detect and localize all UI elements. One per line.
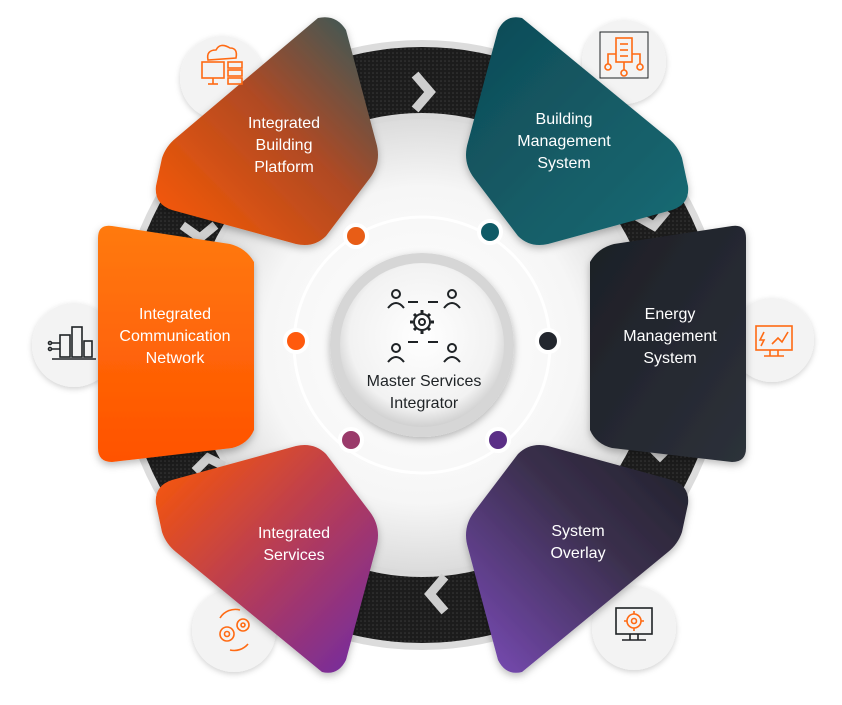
segment-energy-management-system[interactable]	[590, 225, 746, 462]
dot-integrated-services	[338, 427, 364, 453]
dot-energy-management-system	[535, 328, 561, 354]
dot-integrated-communication-network	[283, 328, 309, 354]
dot-building-management-system	[477, 219, 503, 245]
label-integrated-services: Integrated Services	[257, 525, 331, 564]
gears-cycle-icon	[219, 608, 250, 652]
smart-building-icon	[599, 31, 649, 79]
label-integrated-building-platform: Integrated Building Platform	[247, 115, 321, 176]
segment-building-management-system[interactable]	[466, 17, 689, 246]
segment-integrated-communication-network[interactable]	[98, 225, 254, 462]
icon-bubble-icn	[32, 303, 116, 387]
hub-title: Master Services Integrator	[366, 373, 482, 412]
segment-integrated-services[interactable]	[155, 445, 378, 673]
label-building-management-system: Building Management System	[517, 111, 611, 172]
arrow-icon	[411, 71, 436, 113]
energy-monitor-icon	[755, 325, 793, 357]
dot-system-overlay	[485, 427, 511, 453]
arrow-icon	[424, 573, 449, 615]
label-energy-management-system: Energy Management System	[623, 306, 717, 367]
arrow-icon	[179, 221, 219, 244]
dot-integrated-building-platform	[343, 223, 369, 249]
team-gear-icon	[387, 289, 461, 363]
segment-system-overlay[interactable]	[466, 445, 689, 673]
system-settings-icon	[615, 607, 653, 641]
label-integrated-communication-network: Integrated Communication Network	[119, 306, 231, 367]
arrow-icon	[633, 207, 671, 232]
orbit-dots	[283, 219, 561, 453]
hub[interactable]	[340, 263, 504, 427]
icon-bubble-ems	[730, 298, 814, 382]
cloud-server-icon	[201, 44, 243, 85]
label-system-overlay: System Overlay	[550, 523, 606, 562]
arrow-icon	[191, 452, 227, 475]
network-city-icon	[47, 326, 96, 360]
segment-integrated-building-platform[interactable]	[155, 17, 378, 246]
